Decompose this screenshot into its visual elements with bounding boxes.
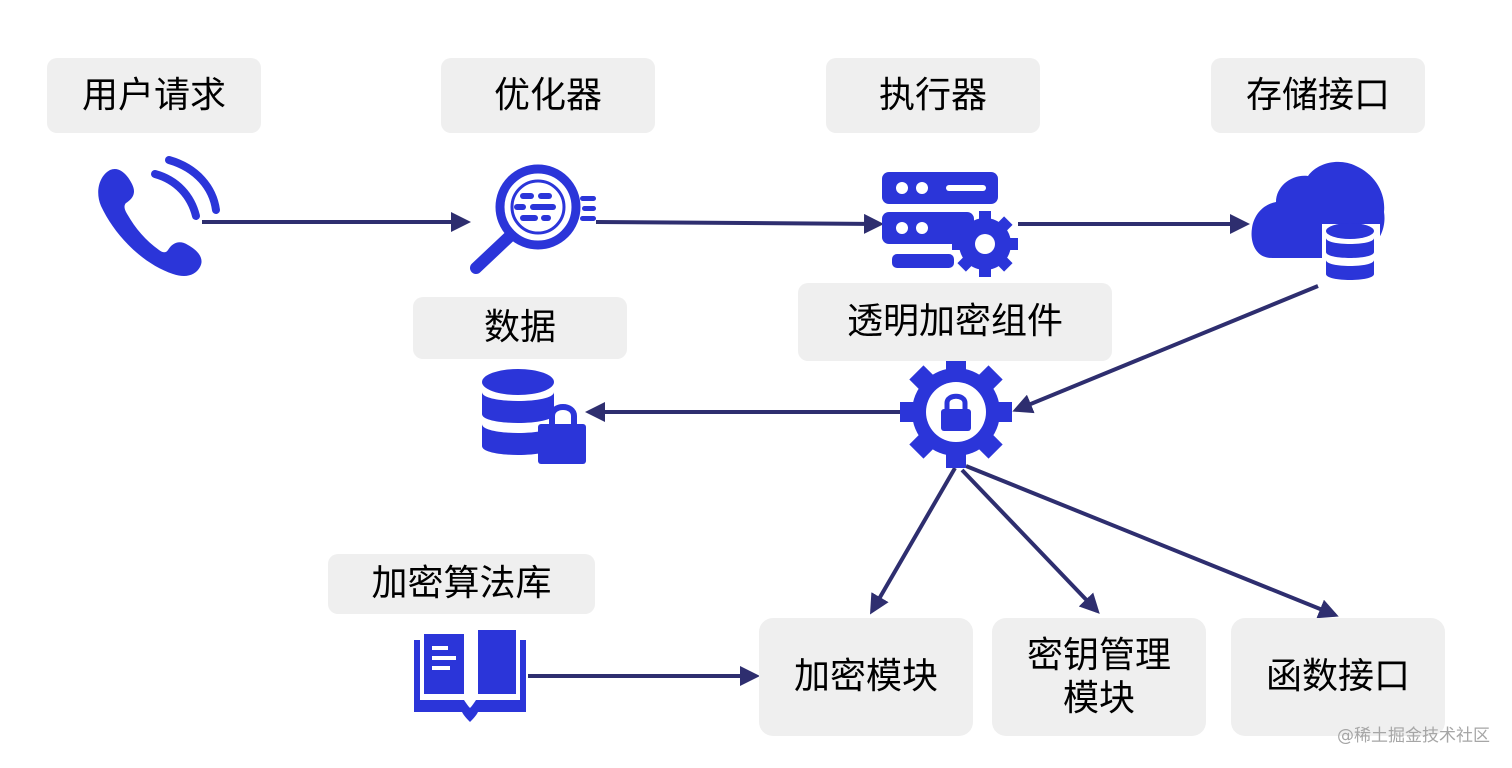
- function-interface-box: 函数接口: [1231, 618, 1445, 736]
- arrow-tde-to-encryption-module: [869, 466, 957, 615]
- database-lock-icon: [482, 369, 586, 464]
- arrow-storage-to-tde: [1012, 284, 1319, 414]
- crypto-library-label: 加密算法库: [328, 554, 595, 614]
- magnifier-icon: [470, 164, 596, 274]
- user-request-label: 用户请求: [47, 58, 261, 133]
- connectors: [202, 212, 1339, 686]
- gear-lock-icon: [900, 356, 1012, 468]
- arrow-tde-to-function-interface: [965, 464, 1339, 619]
- arrow-tde-to-key-management: [960, 468, 1100, 614]
- data-label: 数据: [413, 297, 627, 359]
- executor-label: 执行器: [826, 58, 1040, 133]
- cloud-database-icon: [1251, 161, 1385, 284]
- watermark-text: @稀土掘金技术社区: [1337, 726, 1490, 746]
- arrow-optimizer-to-executor: [595, 213, 884, 234]
- storage-interface-label: 存储接口: [1211, 58, 1425, 133]
- optimizer-label: 优化器: [441, 58, 655, 133]
- book-icon: [414, 630, 526, 722]
- phone-icon: [98, 156, 220, 276]
- tde-component-label: 透明加密组件: [798, 283, 1112, 361]
- encryption-module-box: 加密模块: [759, 618, 973, 736]
- server-gear-icon: [882, 172, 1018, 277]
- key-management-module-box: 密钥管理 模块: [992, 618, 1206, 736]
